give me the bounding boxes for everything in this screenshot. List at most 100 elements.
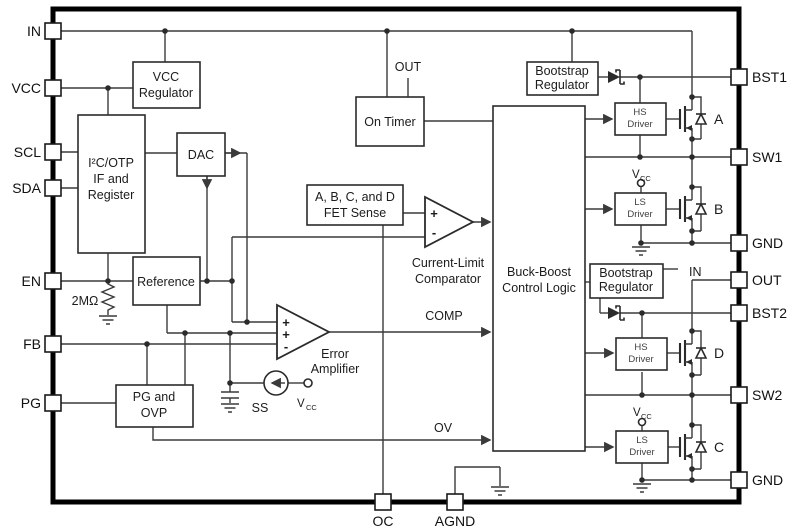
pin-label-oc: OC: [373, 513, 394, 529]
pin-label-in: IN: [27, 23, 41, 39]
pin-label-vcc: VCC: [11, 80, 41, 96]
out-stub-label: OUT: [395, 60, 422, 74]
pin-gnd2: [730, 471, 748, 489]
svg-text:Regulator: Regulator: [535, 78, 589, 92]
bootstrap1-label: Bootstrap: [535, 64, 589, 78]
svg-text:CC: CC: [306, 403, 317, 412]
fet-b-label: B: [714, 201, 723, 217]
svg-text:OVP: OVP: [141, 406, 167, 420]
svg-text:Driver: Driver: [629, 447, 654, 458]
block-vcc-regulator: VCC Regulator: [132, 61, 201, 109]
svg-text:-: -: [432, 225, 436, 240]
svg-text:Regulator: Regulator: [599, 280, 653, 294]
ov-label: OV: [434, 421, 453, 435]
pin-in: [44, 22, 62, 40]
block-dac: DAC: [176, 132, 226, 177]
pin-gnd1: [730, 234, 748, 252]
current-limit-comparator-icon: + - Current-Limit Comparator: [412, 195, 485, 286]
svg-text:Regulator: Regulator: [139, 86, 193, 100]
fet-a-label: A: [714, 111, 724, 127]
bootstrap-diode-icons: [608, 69, 625, 321]
reference-label: Reference: [137, 275, 195, 289]
wires: [61, 30, 731, 494]
pin-label-bst2: BST2: [752, 305, 787, 321]
fet-sense-label: A, B, C, and D: [315, 190, 395, 204]
error-amplifier-icon: + + - Error Amplifier: [276, 303, 359, 376]
pin-label-scl: SCL: [14, 144, 41, 160]
svg-text:Comparator: Comparator: [415, 272, 481, 286]
pin-sw2: [730, 386, 748, 404]
pin-agnd: [446, 493, 464, 511]
svg-text:-: -: [284, 339, 288, 354]
fet-d-label: D: [714, 345, 724, 361]
block-ls-driver-2: LS Driver: [615, 430, 669, 464]
ss-current-source-icon: [263, 370, 313, 396]
fet-b-icon: [666, 186, 708, 243]
svg-text:FET Sense: FET Sense: [324, 206, 386, 220]
pin-scl: [44, 143, 62, 161]
hs-driver1-label: HS: [633, 107, 646, 118]
in-stub-label: IN: [689, 265, 702, 279]
pin-en: [44, 272, 62, 290]
junction-dots: [105, 28, 695, 483]
pin-bst2: [730, 304, 748, 322]
pin-label-sda: SDA: [12, 180, 41, 196]
svg-text:+: +: [430, 206, 438, 221]
vcc-regulator-label: VCC: [153, 70, 179, 84]
pin-vcc: [44, 79, 62, 97]
block-i2c-otp: I²C/OTP IF and Register: [77, 114, 146, 254]
pin-label-gnd1: GND: [752, 235, 783, 251]
buck-boost-label: Buck-Boost: [507, 265, 571, 279]
pin-label-fb: FB: [23, 336, 41, 352]
block-hs-driver-1: HS Driver: [614, 102, 667, 136]
block-hs-driver-2: HS Driver: [615, 337, 668, 371]
block-buck-boost-logic: Buck-Boost Control Logic: [492, 105, 586, 452]
vcc-terminal-icons: [636, 178, 647, 427]
svg-text:CC: CC: [641, 412, 652, 421]
pin-label-sw1: SW1: [752, 149, 783, 165]
svg-text:+: +: [282, 315, 290, 330]
pin-label-gnd2: GND: [752, 472, 783, 488]
pin-pg: [44, 394, 62, 412]
en-resistor-label: 2MΩ: [72, 294, 99, 308]
pin-sw1: [730, 148, 748, 166]
svg-text:IF and: IF and: [93, 172, 128, 186]
chip-outline: [50, 6, 742, 505]
svg-text:Driver: Driver: [628, 354, 653, 365]
svg-text:Driver: Driver: [627, 119, 652, 130]
block-reference: Reference: [132, 256, 201, 306]
pg-ovp-label: PG and: [133, 390, 175, 404]
ls-driver2-label: LS: [636, 435, 648, 446]
pin-bst1: [730, 68, 748, 86]
error-amp-label: Error: [321, 347, 349, 361]
block-on-timer: On Timer: [355, 96, 425, 147]
hs-driver2-label: HS: [634, 342, 647, 353]
pin-sda: [44, 179, 62, 197]
pin-label-agnd: AGND: [435, 513, 475, 529]
comparator-label: Current-Limit: [412, 256, 485, 270]
i2c-label: I²C/OTP: [88, 156, 134, 170]
signal-labels: OUT IN COMP OV SS 2MΩ V CC V CC V CC A B…: [72, 60, 724, 455]
vcc-label-ls1: V: [632, 169, 640, 181]
pin-label-en: EN: [22, 273, 41, 289]
pin-fb: [44, 335, 62, 353]
pin-squares: [44, 22, 748, 511]
svg-text:Control Logic: Control Logic: [502, 281, 576, 295]
ss-label: SS: [252, 401, 269, 415]
pin-label-bst1: BST1: [752, 69, 787, 85]
svg-text:CC: CC: [640, 174, 651, 183]
block-ls-driver-1: LS Driver: [614, 192, 667, 226]
pin-labels: IN VCC SCL SDA EN FB PG BST1 SW1 GND OUT…: [11, 23, 787, 529]
pin-out: [730, 271, 748, 289]
pin-oc: [374, 493, 392, 511]
svg-text:Driver: Driver: [627, 209, 652, 220]
vcc-label-ss: V: [297, 398, 305, 410]
pin-label-out: OUT: [752, 272, 782, 288]
dac-label: DAC: [188, 148, 214, 162]
bootstrap2-label: Bootstrap: [599, 266, 653, 280]
fet-c-icon: [668, 424, 708, 480]
svg-text:+: +: [282, 327, 290, 342]
fet-d-icon: [667, 330, 708, 395]
